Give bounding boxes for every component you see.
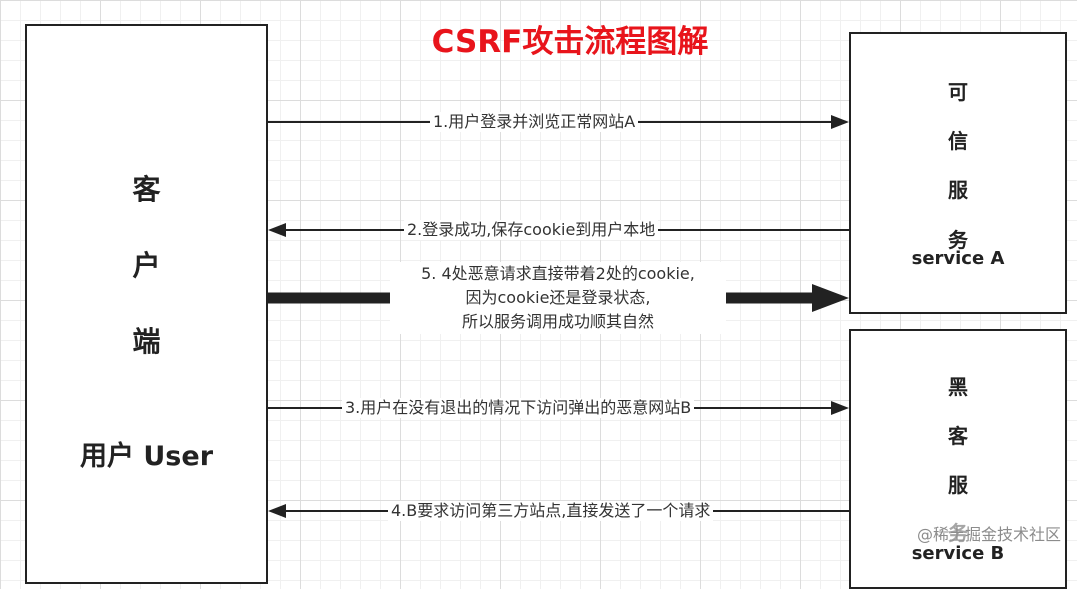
client-user-label: 用户 User <box>79 441 214 472</box>
service-a-char-4: 务 <box>948 228 968 252</box>
service-b-char-1: 黑 <box>948 375 968 399</box>
service-b-box: 黑 客 服 务 service B <box>849 329 1067 589</box>
service-b-char-3: 服 <box>948 473 968 497</box>
arrowhead-step5 <box>812 284 849 312</box>
client-char-1: 客 <box>132 173 161 206</box>
label-step5: 5. 4处恶意请求直接带着2处的cookie, 因为cookie还是登录状态, … <box>390 262 726 334</box>
service-a-char-2: 信 <box>948 129 968 153</box>
service-b-label: service B <box>911 543 1005 564</box>
service-b-char-2: 客 <box>948 424 968 448</box>
arrowhead-step3 <box>831 401 849 415</box>
arrowhead-step4 <box>268 504 286 518</box>
client-char-2: 户 <box>132 249 161 282</box>
label-step1: 1.用户登录并浏览正常网站A <box>430 112 639 132</box>
arrowhead-step2 <box>268 223 286 237</box>
label-step5-line2: 因为cookie还是登录状态, <box>465 288 651 307</box>
service-a-label: service A <box>911 248 1005 269</box>
arrowhead-step1 <box>831 115 849 129</box>
label-step4: 4.B要求访问第三方站点,直接发送了一个请求 <box>388 501 714 521</box>
client-box: 客 户 端 用户 User <box>25 24 268 584</box>
label-step5-line3: 所以服务调用成功顺其自然 <box>461 312 654 331</box>
label-step3: 3.用户在没有退出的情况下访问弹出的恶意网站B <box>342 398 695 418</box>
label-step2: 2.登录成功,保存cookie到用户本地 <box>404 220 659 240</box>
label-step5-line1: 5. 4处恶意请求直接带着2处的cookie, <box>421 264 695 283</box>
watermark: @稀土掘金技术社区 <box>916 521 1061 545</box>
service-a-char-3: 服 <box>948 178 968 202</box>
service-a-box: 可 信 服 务 service A <box>849 32 1067 314</box>
service-a-char-1: 可 <box>948 80 968 104</box>
diagram-title: CSRF攻击流程图解 <box>431 24 709 60</box>
client-char-3: 端 <box>132 325 161 358</box>
